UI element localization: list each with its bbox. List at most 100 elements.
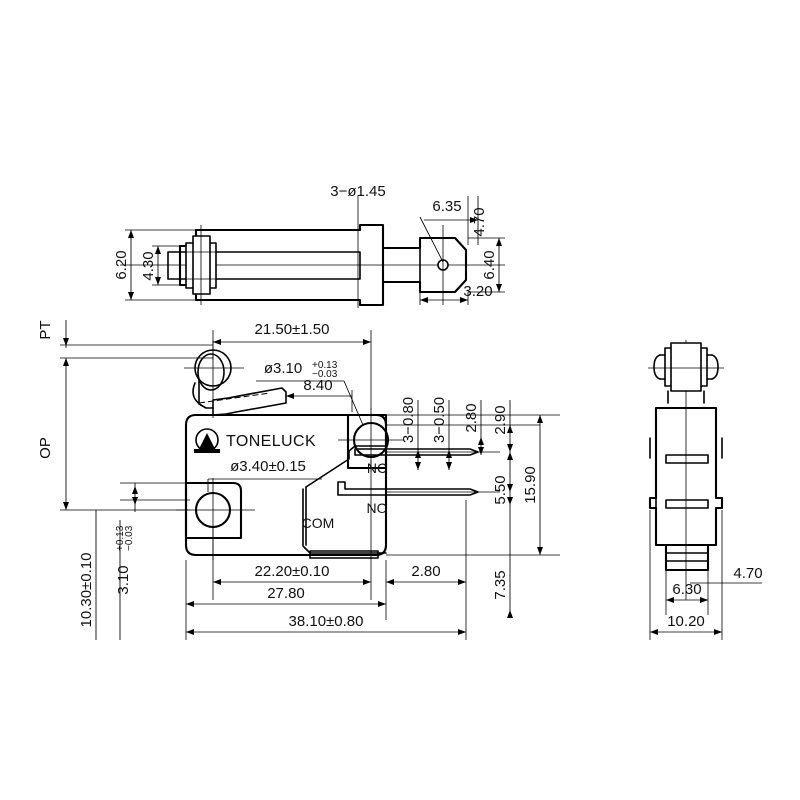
terminal-blade-nc [354,448,479,456]
dim-mount-hole-vertical: 10.30±0.10 [78,553,95,628]
dim-top-height-inner: 4.30 [140,251,157,280]
front-view-roller-arm-curve [192,382,202,406]
brand-logo-triangle [199,433,215,449]
dim-pivot-hole-group: ø3.10 +0.13 −0.03 [264,360,338,380]
top-view-roller-pin [192,235,211,295]
arrow-640-bot [496,284,502,292]
arrow-630-r [700,597,708,603]
brand-label: TONELUCK [226,433,316,450]
arrow-1020-r [714,629,722,635]
arrow-550-a [507,452,513,460]
arrow-3050-a [446,450,452,458]
terminal-label-no: NO [367,500,388,516]
side-view-terminal-slot-1 [665,454,709,464]
arrow-pt [63,338,69,346]
dim-terminal-spacing: 5.50 [492,475,509,504]
arrow-op-top [63,358,69,366]
arrow-640-top [496,238,502,246]
arrow-550-b [507,484,513,492]
arrow-2150-r [363,339,371,345]
arrow-3810-l [186,629,194,635]
dim-terminal-offset: 6.35 [432,198,461,215]
dim-top-terminal-edge: 3.20 [463,283,492,300]
side-view-body-notch [649,437,723,459]
arrow-620-bot [128,292,134,300]
leader-635 [419,216,444,263]
arrow-620-top [128,230,134,238]
arrow-320-r [460,297,468,303]
dim-terminal-pitch: 2.80 [463,403,480,432]
dim-terminal-extension: 2.80 [411,563,440,580]
brand-logo-bar [194,449,220,453]
dim-lever-length: 21.50±1.50 [255,321,330,338]
dim-mount-hole-dia: ø3.40±0.15 [230,458,306,475]
dim-plunger-tol-upper: +0.13 [115,525,126,551]
dim-top-to-terminal: 2.90 [492,405,509,434]
arrow-3080-b [415,462,421,470]
dim-terminal-thick-2: 3−0.50 [431,397,448,443]
terminal-label-com: COM [302,515,335,531]
front-view-body-outline [184,413,388,557]
side-view-roller-inner [670,342,702,392]
leader-pivot [343,380,364,426]
dim-side-terminal-thickness: 4.70 [733,565,762,582]
front-view-leaf-spring-nc [305,445,387,488]
dim-top-terminal-height: 6.40 [481,250,498,279]
terminal-blade-com [309,550,379,559]
top-view-group: 6.20 4.30 3−ø1.45 6.35 4.70 6.40 3.20 [113,183,505,308]
dim-pivot-hole-dia: ø3.10 [264,360,302,377]
arrow-2780-r [378,601,386,607]
dim-top-height-overall: 6.20 [113,250,130,279]
arrow-1590-top [537,415,543,423]
arrow-280h-l [386,579,394,585]
terminal-label-nc: NC [367,460,387,476]
side-view-body-outline [648,406,724,547]
front-view-lever-arm [212,387,287,416]
top-view-lever-arm [167,251,361,280]
dim-pivot-tol-lower: −0.03 [312,369,338,380]
arrow-840-l [286,393,294,399]
dim-pt-label: PT [37,320,54,339]
dim-top-terminal-width: 4.70 [471,207,488,236]
arrow-735-a [507,497,513,505]
arrow-310-a [132,486,138,494]
dim-side-inner-width: 6.30 [672,581,701,598]
arrow-320-l [420,297,428,303]
arrow-2220-r [363,579,371,585]
side-view-roller-left-cap [653,354,661,380]
front-view-group: TONELUCK NC NO COM PT OP 10.30±0.10 [37,320,560,640]
arrow-op-bot [63,502,69,510]
arrow-630-l [666,597,674,603]
arrow-2150-l [213,339,221,345]
dim-hole-to-hole: 22.20±0.10 [255,563,330,580]
arrow-280v-a [478,437,484,445]
dim-plunger-tol-lower: −0.03 [124,525,135,551]
dim-plunger-group: 3.10 +0.13 −0.03 [115,525,135,594]
side-view-bottom-section [664,543,710,572]
front-view-bottom-hole-boss [184,481,243,540]
side-view-terminal-slot-2 [665,499,709,509]
front-view-lever-hidden [198,392,271,404]
arrow-1020-l [650,629,658,635]
arrow-1590-bot [537,547,543,555]
arrow-2780-l [186,601,194,607]
front-view-lever-bracket [198,359,214,409]
side-view-roller-right-cap [711,354,719,380]
arrow-3080-a [415,450,421,458]
arrow-430-bot [155,277,161,285]
front-view-com-leaf [302,488,387,554]
arrow-735-b [507,610,513,618]
dim-body-height: 15.90 [522,466,539,504]
arrow-2220-l [213,579,221,585]
dim-side-overall-width: 10.20 [667,613,705,630]
front-view-top-hole-boss [346,413,388,470]
arrow-290-a [507,425,513,433]
dim-pivot-tol-upper: +0.13 [312,360,338,371]
arrow-310-b [132,497,138,505]
front-view-roller-inner [197,353,225,391]
dim-hole-callout: 3−ø1.45 [330,183,385,200]
arrow-290-b [507,444,513,452]
